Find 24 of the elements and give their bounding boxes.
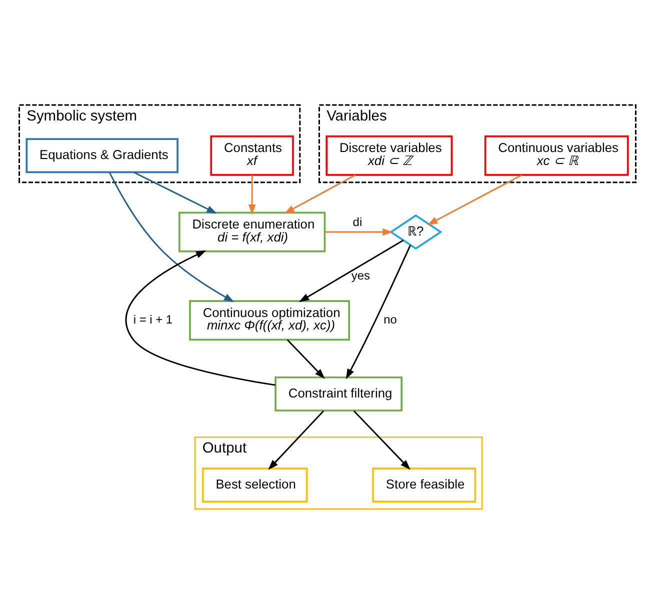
arrow [125, 250, 276, 386]
node-box: Continuous optimization minxc Φ(f((xf, xd), xc)) [189, 300, 350, 341]
edge-label: i = i + 1 [133, 312, 173, 326]
node-box: Constraint filtering [274, 376, 402, 412]
edge-label: no [384, 312, 397, 326]
arrow [298, 240, 404, 302]
node-box: Discrete enumeration di = f(xf, xdi) [178, 212, 326, 252]
node-box: Continuous variables xc ⊂ ℝ [484, 135, 629, 176]
arrow [134, 172, 217, 214]
edge-label: yes [351, 268, 370, 282]
arrow [353, 410, 410, 470]
node-box: Equations & Gradients [26, 138, 178, 174]
node-diamond: ℝ? [389, 214, 442, 250]
arrow [268, 410, 324, 470]
edge-label: di [352, 214, 362, 229]
node-box: Constants xf [210, 135, 294, 176]
node-box: Discrete variables xdi ⊂ ℤ [326, 135, 453, 176]
node-box: Best selection [202, 468, 308, 503]
arrow [346, 244, 411, 380]
arrow [324, 228, 393, 236]
node-box: Store feasible [372, 468, 476, 503]
arrow [248, 174, 256, 215]
arrow [286, 339, 325, 379]
arrow [284, 174, 356, 214]
